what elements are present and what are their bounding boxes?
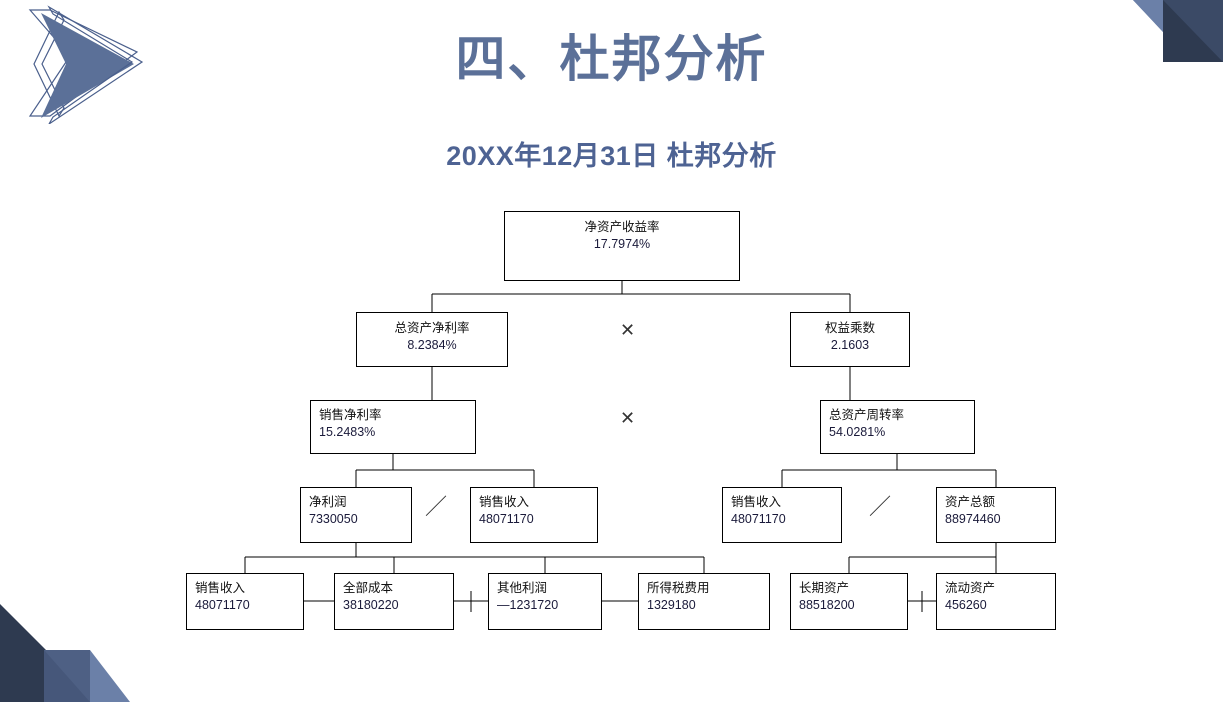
node-revenue-1-value: 48071170 <box>479 511 534 526</box>
node-total-assets-value: 88974460 <box>945 511 1001 526</box>
node-current-assets[interactable]: 流动资产 456260 <box>936 573 1056 630</box>
node-asset-turnover-value: 54.0281% <box>829 424 886 439</box>
node-asset-turnover[interactable]: 总资产周转率 54.0281% <box>820 400 975 454</box>
node-long-term-assets-label: 长期资产 <box>799 581 850 595</box>
node-current-assets-value: 456260 <box>945 597 987 612</box>
arrow-chevron-decoration <box>28 5 144 124</box>
node-roa-value: 8.2384% <box>407 337 457 352</box>
node-roa[interactable]: 总资产净利率 8.2384% <box>356 312 508 367</box>
node-total-assets-label: 资产总额 <box>945 495 996 509</box>
node-total-cost-value: 38180220 <box>343 597 399 612</box>
node-revenue-2-label: 销售收入 <box>731 495 782 509</box>
node-revenue-2-value: 48071170 <box>731 511 786 526</box>
node-income-tax[interactable]: 所得税费用 1329180 <box>638 573 770 630</box>
node-equity-multiplier[interactable]: 权益乘数 2.1603 <box>790 312 910 367</box>
node-revenue-2[interactable]: 销售收入 48071170 <box>722 487 842 543</box>
multiply-icon-top: ✕ <box>620 320 636 341</box>
node-net-profit-value: 7330050 <box>309 511 358 526</box>
node-revenue-3-label: 销售收入 <box>195 581 246 595</box>
node-roe-value: 17.7974% <box>593 236 651 251</box>
node-asset-turnover-label: 总资产周转率 <box>829 408 905 422</box>
node-revenue-3-value: 48071170 <box>195 597 250 612</box>
node-equity-multiplier-value: 2.1603 <box>830 337 870 352</box>
page-title: 四、杜邦分析 <box>455 31 768 87</box>
node-other-profit[interactable]: 其他利润 —1231720 <box>488 573 602 630</box>
node-total-cost[interactable]: 全部成本 38180220 <box>334 573 454 630</box>
node-total-assets[interactable]: 资产总额 88974460 <box>936 487 1056 543</box>
node-current-assets-label: 流动资产 <box>945 581 996 595</box>
node-roe[interactable]: 净资产收益率 17.7974% <box>504 211 740 281</box>
node-income-tax-label: 所得税费用 <box>647 581 710 595</box>
node-net-margin-label: 销售净利率 <box>319 408 382 422</box>
node-roa-label: 总资产净利率 <box>394 321 470 335</box>
node-revenue-3[interactable]: 销售收入 48071170 <box>186 573 304 630</box>
page-subtitle: 20XX年12月31日 杜邦分析 <box>446 141 777 171</box>
node-other-profit-label: 其他利润 <box>497 581 548 595</box>
node-net-margin-value: 15.2483% <box>319 424 376 439</box>
node-other-profit-value: —1231720 <box>497 597 559 612</box>
corner-triangles-top-right <box>1133 0 1223 62</box>
node-revenue-1-label: 销售收入 <box>479 495 530 509</box>
corner-triangles-bottom-left <box>0 604 130 702</box>
node-equity-multiplier-label: 权益乘数 <box>824 321 875 335</box>
multiply-icon-mid: ✕ <box>620 408 636 429</box>
node-long-term-assets-value: 88518200 <box>799 597 855 612</box>
node-total-cost-label: 全部成本 <box>343 581 394 595</box>
node-revenue-1[interactable]: 销售收入 48071170 <box>470 487 598 543</box>
node-roe-label: 净资产收益率 <box>584 220 660 234</box>
node-net-profit-label: 净利润 <box>309 495 347 509</box>
node-net-margin[interactable]: 销售净利率 15.2483% <box>310 400 476 454</box>
divide-icon-left: ／ <box>425 495 448 520</box>
node-income-tax-value: 1329180 <box>647 597 696 612</box>
node-long-term-assets[interactable]: 长期资产 88518200 <box>790 573 908 630</box>
divide-icon-right: ／ <box>869 495 892 520</box>
node-net-profit[interactable]: 净利润 7330050 <box>300 487 412 543</box>
